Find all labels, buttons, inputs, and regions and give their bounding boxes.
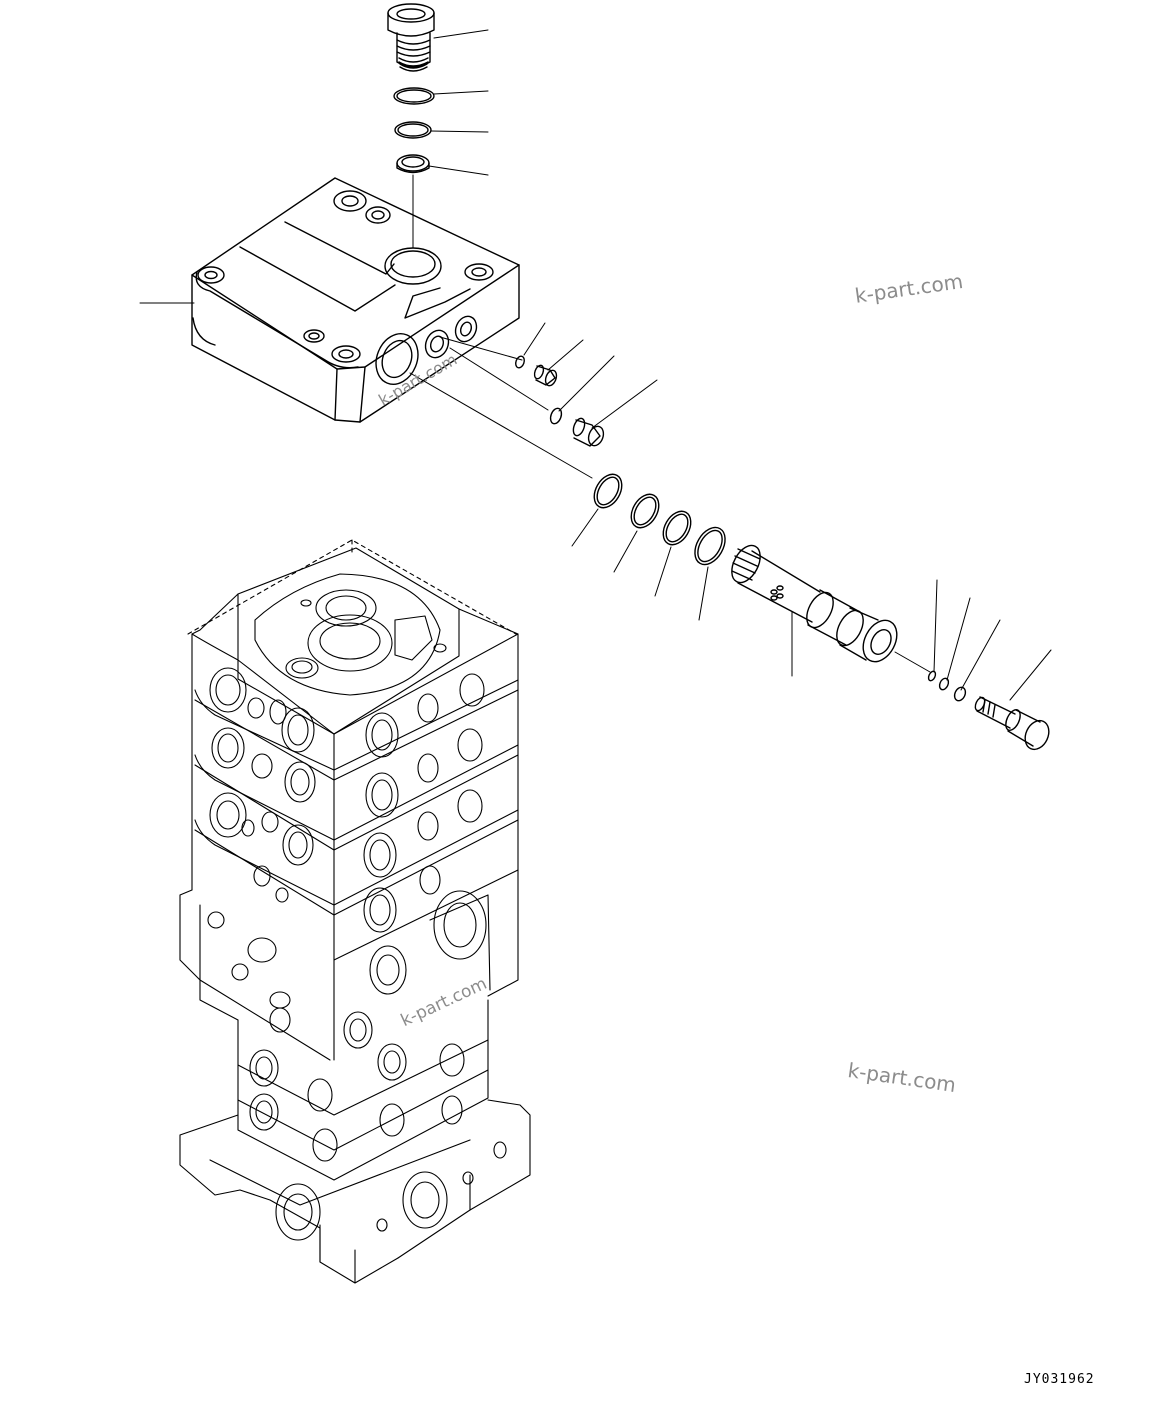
- port-o-ring-small-2: [549, 407, 564, 425]
- o-ring-upper: [394, 88, 434, 104]
- spool-backup-ring: [658, 506, 697, 549]
- valve-cap-block: [192, 178, 519, 422]
- relief-plug: [388, 4, 434, 71]
- o-ring-middle: [395, 122, 431, 138]
- drawing-code: JY031962: [1024, 1372, 1095, 1387]
- leader-lines: [140, 30, 1051, 700]
- port-o-ring-small-1: [514, 355, 526, 369]
- port-plug-large: [571, 417, 606, 448]
- spool-o-ring-3: [689, 522, 732, 570]
- control-valve-body: [180, 540, 530, 1283]
- end-nut-small: [938, 677, 950, 691]
- spool-o-ring-1: [589, 469, 628, 512]
- port-plug-small: [533, 364, 559, 387]
- end-washer: [953, 686, 968, 703]
- end-bolt: [973, 696, 1053, 753]
- spool-o-ring-2: [626, 489, 665, 532]
- backup-ring: [397, 155, 429, 173]
- spool: [726, 541, 904, 668]
- end-o-ring-small: [927, 670, 937, 682]
